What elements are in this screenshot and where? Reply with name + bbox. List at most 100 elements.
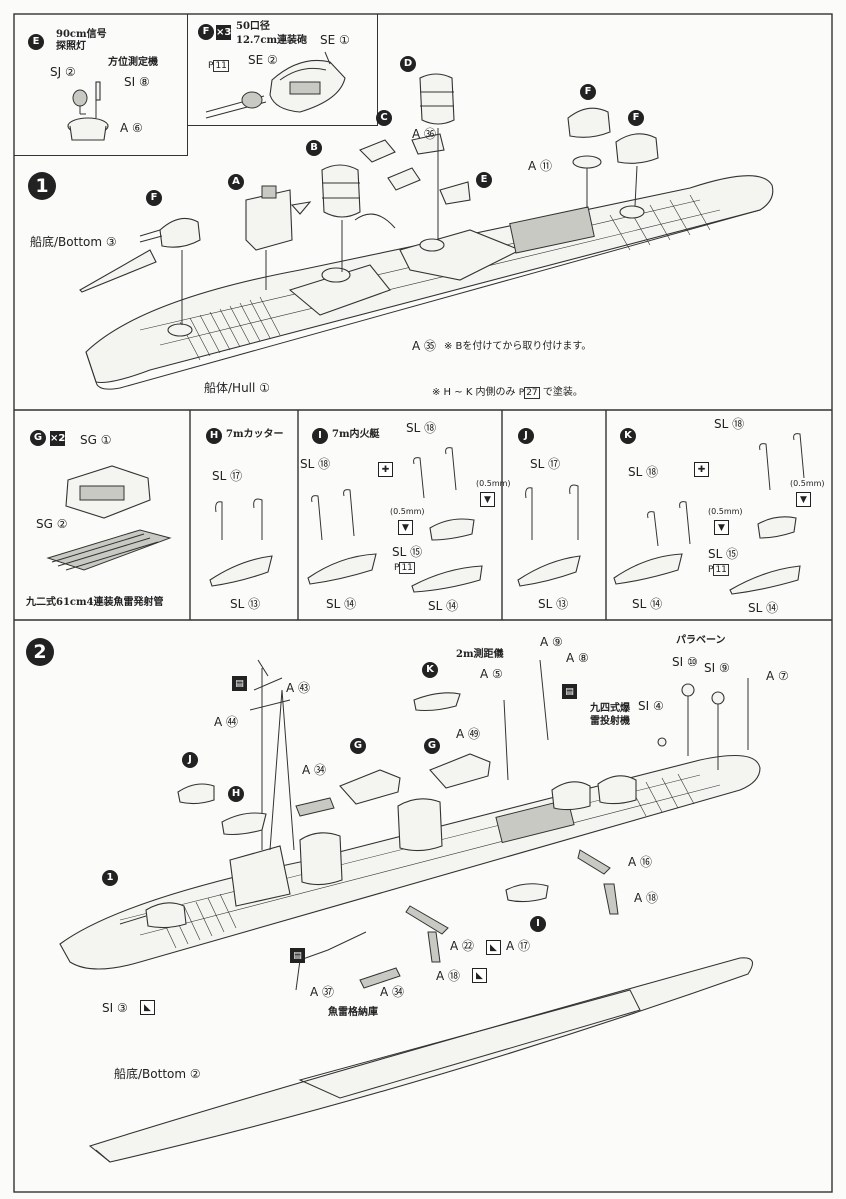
panel-h-badge: H (206, 428, 222, 444)
step2-callout-a18-b: A ⑱ (634, 891, 659, 905)
step2-callout-si4: SI ④ (638, 699, 664, 713)
bottom-2-drawing (88, 957, 754, 1163)
step2-callout-si10: SI ⑩ (672, 655, 698, 669)
cut-mark-icon: ▼ (480, 492, 495, 507)
drill-hole-icon: ✚ (378, 462, 393, 477)
panel-i-title: 7m内火艇 (332, 429, 380, 440)
step1-marker-a: A (228, 174, 244, 190)
step2-marker-j: J (182, 752, 198, 768)
cut-mark-icon: ▼ (796, 492, 811, 507)
panel-e-part-si8: SI ⑧ (124, 75, 150, 89)
panel-i-part-sl18-a: SL ⑱ (300, 457, 331, 471)
step2-callout-a53: A ㊾ (456, 727, 481, 741)
step2-marker-h: H (228, 786, 244, 802)
step1-marker-e: E (476, 172, 492, 188)
step2-parts-drawing (177, 659, 749, 991)
hull-1-label: 船体/Hull ① (204, 381, 270, 395)
cut-mark-icon: ◣ (140, 1000, 155, 1015)
step1-callout-a35: A ㉟ (412, 339, 437, 353)
cut-mark-icon: ▼ (714, 520, 729, 535)
panel-f-frame (188, 14, 378, 126)
torpedo-store-label: 魚雷格納庫 (328, 1007, 378, 1018)
panel-e-title-1: 90cm信号 (56, 29, 107, 40)
step2-marker-i: I (530, 916, 546, 932)
panel-k-badge: K (620, 428, 636, 444)
step2-callout-a7: A ⑦ (766, 669, 789, 683)
panel-e-part-a6: A ⑥ (120, 121, 143, 135)
panel-f-multiplier: ×3 (216, 25, 232, 40)
step2-marker-1: 1 (102, 870, 118, 886)
panel-k-dim-1: (0.5mm) (708, 507, 743, 516)
drill-hole-icon: ✚ (694, 462, 709, 477)
panel-h-part-sl17: SL ⑰ (212, 469, 243, 483)
panel-e-badge: E (28, 34, 44, 50)
panel-g-part-sg2: SG ② (36, 517, 68, 531)
cut-mark-icon: ◣ (486, 940, 501, 955)
panel-f-title-1: 50口径 (236, 21, 270, 32)
cutter-h-drawing (209, 498, 273, 587)
step2-marker-g2: G (424, 738, 440, 754)
step2-callout-a16: A ⑯ (628, 855, 653, 869)
panel-e-title-2: 探照灯 (56, 41, 86, 52)
panel-i-dim-1: (0.5mm) (390, 507, 425, 516)
panel-f-badge: F (198, 24, 214, 40)
step2-callout-si3: SI ③ (102, 1001, 128, 1015)
step2-callout-a44: A ㊹ (214, 715, 239, 729)
panel-j-badge: J (518, 428, 534, 444)
panel-g-part-sg1: SG ① (80, 433, 112, 447)
step2-callout-a9: A ⑨ (540, 635, 563, 649)
paravane-label: パラベーン (676, 635, 726, 646)
panel-i-dim-2: (0.5mm) (476, 479, 511, 488)
panel-k-part-sl14-a: SL ⑭ (632, 597, 663, 611)
searchlight-drawing (67, 81, 109, 141)
panel-k-part-sl18-b: SL ⑱ (714, 417, 745, 431)
photo-etch-icon: ▤ (290, 948, 305, 963)
panel-i-badge: I (312, 428, 328, 444)
bottom-3-label: 船底/Bottom ③ (30, 235, 117, 249)
step-1-number: 1 (28, 172, 56, 200)
bottom-3-drawing (79, 249, 157, 293)
step1-parts-drawing (139, 73, 659, 325)
step2-callout-a22: A ㉒ (450, 939, 475, 953)
panel-j-part-sl13: SL ⑬ (538, 597, 569, 611)
panel-h-part-sl13: SL ⑬ (230, 597, 261, 611)
step1-callout-a36: A ㊱ (412, 127, 437, 141)
step1-note-1: ※ Bを付けてから取り付けます。 (444, 341, 592, 352)
panel-k-part-sl15: SL ⑮ (708, 547, 739, 561)
panel-j-part-sl17: SL ⑰ (530, 457, 561, 471)
depth-charge-label: 九四式爆雷投射機 (590, 703, 630, 727)
panel-g-caption: 九二式61cm4連装魚雷発射管 (26, 597, 164, 608)
step1-marker-c: C (376, 110, 392, 126)
cut-mark-icon: ◣ (472, 968, 487, 983)
torpedo-launcher-drawing (46, 465, 172, 571)
step2-callout-a34-b: A ㉞ (380, 985, 405, 999)
step2-callout-a18-a: A ⑱ (436, 969, 461, 983)
panel-f-title-2: 12.7cm連装砲 (236, 35, 308, 46)
step2-callout-a43: A ㊸ (286, 681, 311, 695)
step2-marker-g1: G (350, 738, 366, 754)
rangefinder-label: 2m測距儀 (456, 649, 504, 660)
panel-g-multiplier: ×2 (50, 431, 66, 446)
panel-i-part-sl14-a: SL ⑭ (326, 597, 357, 611)
step2-callout-a37: A ㊲ (310, 985, 335, 999)
panel-e-part-sj2: SJ ② (50, 65, 76, 79)
panel-f-part-se1: SE ① (320, 33, 350, 47)
cutter-j-drawing (517, 484, 581, 587)
step1-marker-d: D (400, 56, 416, 72)
step2-callout-si9: SI ⑨ (704, 661, 730, 675)
panel-h-title: 7mカッター (226, 429, 284, 440)
step2-callout-a8: A ⑧ (566, 651, 589, 665)
step2-callout-a17: A ⑰ (506, 939, 531, 953)
hull-step2-drawing (59, 755, 761, 970)
panel-k-dim-2: (0.5mm) (790, 479, 825, 488)
panel-i-part-sl15: SL ⑮ (392, 545, 423, 559)
panel-g-badge: G (30, 430, 46, 446)
panel-k-part-sl18-a: SL ⑱ (628, 465, 659, 479)
panel-e-frame (14, 14, 188, 156)
launch-k-drawing (613, 433, 805, 595)
